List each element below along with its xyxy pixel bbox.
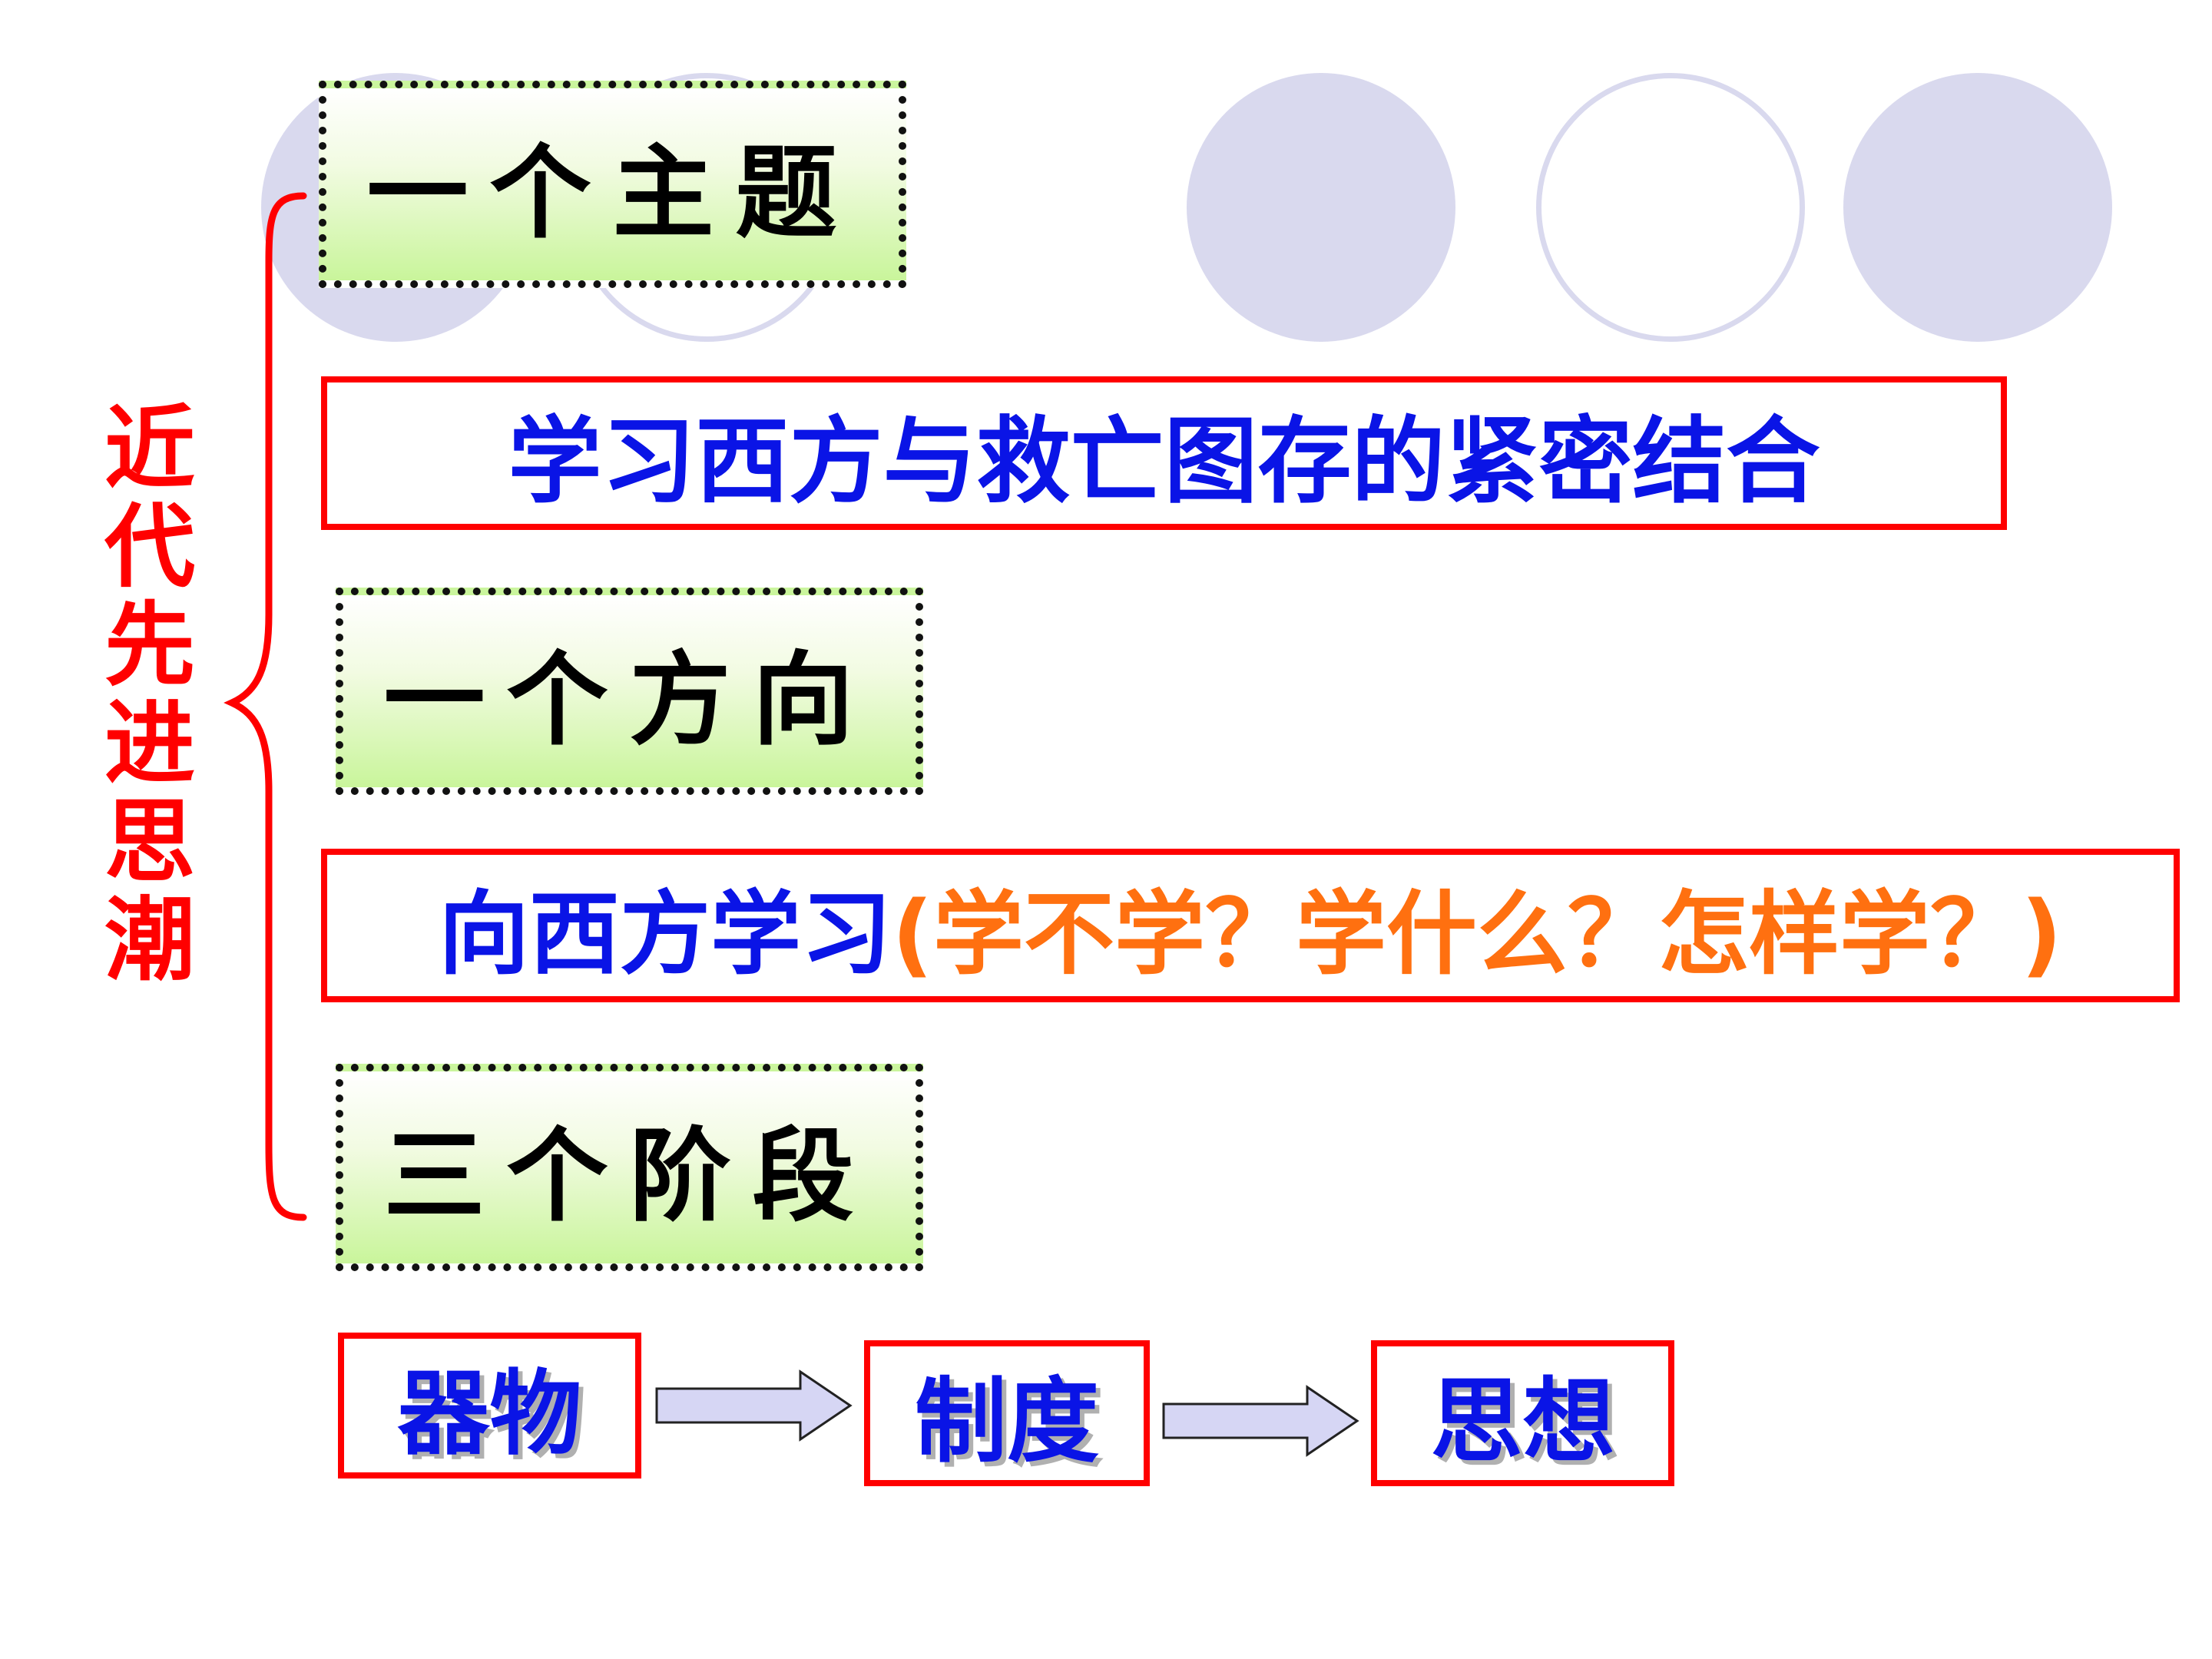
arrow-right-icon bbox=[655, 1369, 853, 1442]
direction-label-box: 一个方向 bbox=[336, 588, 923, 795]
direction-main-text: 向西方学习 bbox=[439, 880, 892, 987]
stage-box-1: 器物 bbox=[338, 1333, 641, 1479]
curly-brace bbox=[224, 192, 307, 1221]
theme-content-box: 学习西方与救亡图存的紧密结合 bbox=[321, 376, 2007, 530]
decor-circle-5 bbox=[1843, 73, 2112, 342]
vertical-title: 近代先进思潮 bbox=[104, 396, 195, 993]
stage-3-text: 思想 bbox=[1430, 1369, 1615, 1475]
stage-box-2: 制度 bbox=[864, 1340, 1150, 1486]
direction-detail-text: (学不学？学什么？怎样学？) bbox=[892, 880, 2062, 987]
direction-label: 一个方向 bbox=[383, 640, 876, 760]
arrow-right-icon bbox=[1162, 1385, 1359, 1457]
theme-content-text: 学习西方与救亡图存的紧密结合 bbox=[508, 406, 1820, 516]
stage-box-3: 思想 bbox=[1371, 1340, 1674, 1486]
decor-circle-3 bbox=[1187, 73, 1455, 342]
theme-label-box: 一个主题 bbox=[319, 81, 906, 288]
direction-content-box: 向西方学习(学不学？学什么？怎样学？) bbox=[321, 849, 2180, 1002]
theme-label: 一个主题 bbox=[366, 133, 859, 253]
stage-1-text: 器物 bbox=[397, 1361, 582, 1468]
stages-label-box: 三个阶段 bbox=[336, 1064, 923, 1271]
stage-2-text: 制度 bbox=[915, 1369, 1099, 1475]
decor-circle-4 bbox=[1536, 73, 1805, 342]
stages-label: 三个阶段 bbox=[383, 1116, 876, 1236]
